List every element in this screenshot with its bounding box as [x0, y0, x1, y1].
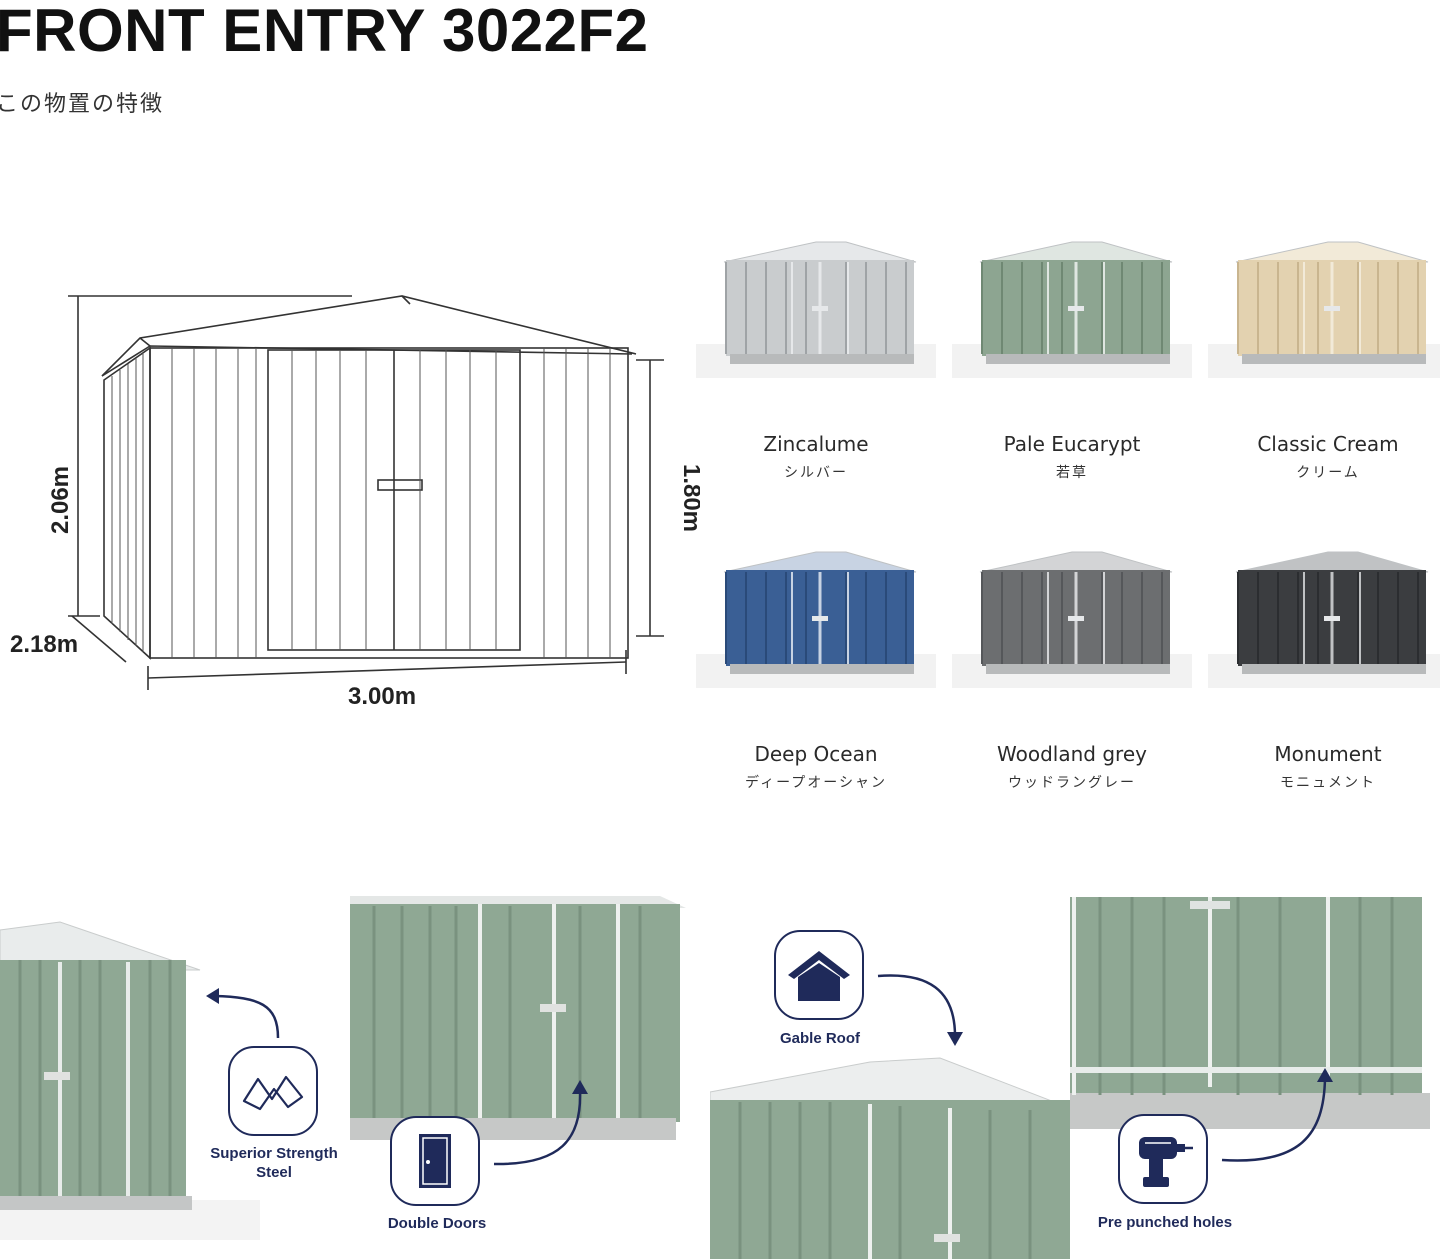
- shed-thumbnail: [952, 241, 1192, 378]
- dimension-height-total: 2.06m: [47, 466, 74, 534]
- roof-label: Gable Roof: [779, 1030, 860, 1047]
- dimension-depth: 2.18m: [10, 631, 78, 658]
- holes-label: Pre punched holes: [1097, 1214, 1233, 1231]
- color-option[interactable]: Woodland grey ウッドラングレー: [952, 546, 1192, 792]
- shed-thumbnail: [696, 551, 936, 688]
- color-name-jp: モニュメント: [1280, 775, 1376, 791]
- color-option[interactable]: Pale Eucarypt 若草: [952, 236, 1192, 482]
- roof-badge: [774, 930, 864, 1020]
- page-title: FRONT ENTRY 3022F2: [0, 0, 649, 64]
- doors-label: Double Doors: [387, 1215, 487, 1232]
- color-name-jp: シルバー: [784, 465, 848, 481]
- shed-thumbnail: [696, 241, 936, 378]
- color-name: Deep Ocean: [754, 742, 878, 766]
- color-name-jp: ウッドラングレー: [1008, 775, 1136, 791]
- holes-badge: [1118, 1114, 1208, 1204]
- feature-photo-roof: [710, 1057, 1070, 1259]
- color-option[interactable]: Monument モニュメント: [1208, 546, 1440, 792]
- color-name-jp: 若草: [1056, 465, 1088, 481]
- feature-photo-side: [0, 921, 260, 1240]
- shed-dimension-diagram: 2.06m 1.80m 2.18m 3.00m: [10, 295, 700, 710]
- doors-badge: [390, 1116, 480, 1206]
- color-name: Woodland grey: [997, 742, 1147, 766]
- shed-thumbnail: [1208, 241, 1440, 378]
- steel-label: Superior Strength Steel: [210, 1145, 338, 1181]
- color-name-jp: クリーム: [1296, 465, 1360, 481]
- house-icon: [788, 951, 850, 1001]
- color-name: Pale Eucarypt: [1003, 432, 1141, 456]
- shed-thumbnail: [1208, 551, 1440, 688]
- color-name: Classic Cream: [1257, 432, 1399, 456]
- page-subtitle: この物置の特徴: [0, 92, 165, 117]
- color-option[interactable]: Classic Cream クリーム: [1208, 236, 1440, 482]
- color-name: Zincalume: [763, 432, 869, 456]
- dimension-height-wall: 1.80m: [678, 464, 700, 532]
- color-option[interactable]: Zincalume シルバー: [696, 236, 936, 482]
- color-name: Monument: [1274, 742, 1382, 766]
- feature-photo-wall: [1070, 897, 1430, 1129]
- shed-thumbnail: [952, 551, 1192, 688]
- steel-badge: [228, 1046, 318, 1136]
- feature-photo-doors: [350, 896, 686, 1140]
- door-icon: [419, 1134, 451, 1188]
- corrugated-steel-icon: [242, 1075, 304, 1111]
- dimension-width: 3.00m: [348, 683, 416, 710]
- drill-icon: [1139, 1137, 1193, 1187]
- color-option[interactable]: Deep Ocean ディープオーシャン: [696, 546, 936, 792]
- color-name-jp: ディープオーシャン: [745, 775, 887, 791]
